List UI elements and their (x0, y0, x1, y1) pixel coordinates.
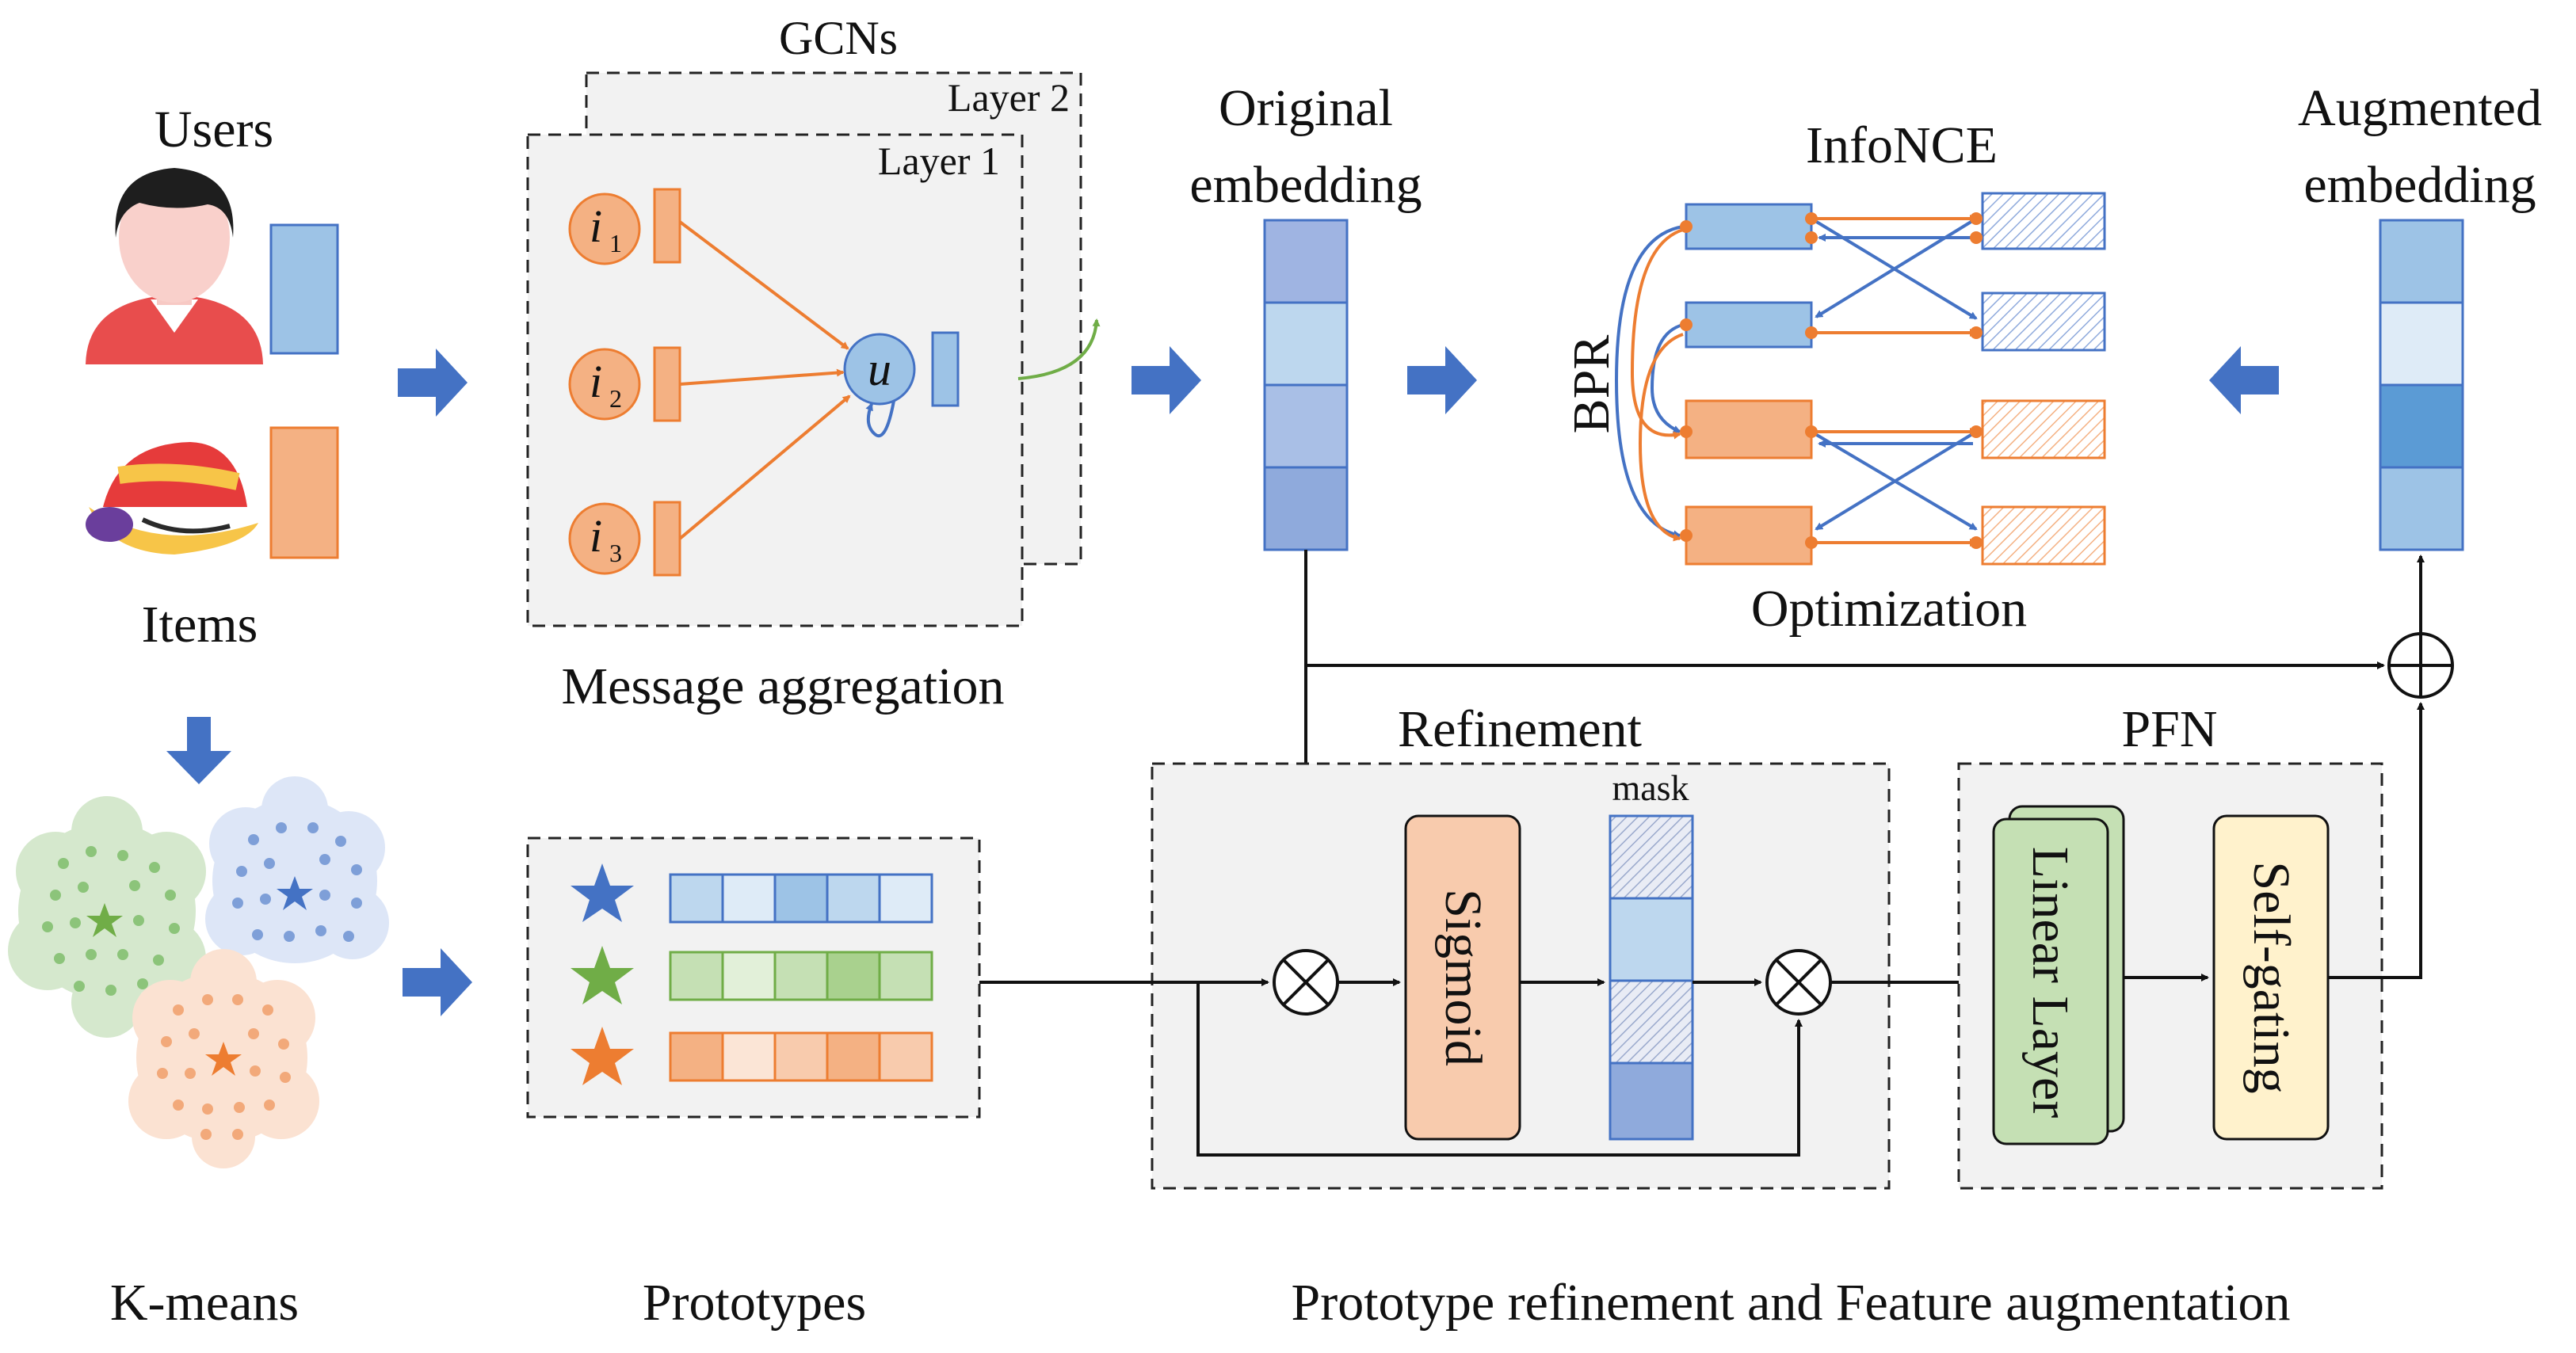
right-arrow-icon (1407, 346, 1477, 414)
right-arrow-icon (403, 948, 472, 1016)
prototype-vector-orange (669, 1031, 933, 1082)
layer2-label: Layer 2 (948, 75, 1070, 120)
augmented-embedding-label-line2: embedding (2303, 156, 2536, 214)
edge-i1-u (678, 220, 849, 350)
svg-text:3: 3 (609, 539, 622, 567)
node-i1: i 1 (568, 192, 641, 265)
linear-layer-box (1992, 818, 2109, 1145)
right-arrow-icon (398, 349, 467, 417)
i3-embedding (653, 501, 681, 577)
infonce-label: InfoNCE (1806, 116, 1998, 174)
multiply-operator-1-icon (1273, 949, 1339, 1016)
layer1-label: Layer 1 (878, 139, 1000, 183)
add-operator-icon (2387, 632, 2454, 699)
node-i3: i 3 (568, 502, 641, 575)
mask-label: mask (1612, 768, 1689, 808)
cluster-blue (205, 776, 389, 963)
original-embedding-label-line2: embedding (1189, 156, 1422, 214)
infonce-links (1805, 212, 1983, 549)
left-arrow-icon (2209, 346, 2279, 414)
star-green-icon (571, 946, 634, 1004)
user-avatar-icon (86, 168, 263, 364)
self-gating-label: Self-gating (2242, 861, 2300, 1093)
bpr-links (1614, 220, 1693, 542)
users-label: Users (155, 101, 273, 158)
linear-layer-label: Linear Layer (2021, 847, 2079, 1119)
prototype-vector-blue (669, 873, 933, 924)
refinement-label: Refinement (1398, 700, 1642, 758)
svg-text:u: u (868, 343, 891, 395)
sigmoid-label: Sigmoid (1434, 889, 1492, 1066)
star-blue-icon (571, 863, 634, 922)
message-aggregation-label: Message aggregation (562, 657, 1005, 715)
bpr-label: BPR (1563, 335, 1620, 434)
kmeans-clusters (8, 776, 389, 1168)
svg-text:i: i (590, 200, 602, 252)
original-embedding-label-line1: Original (1219, 79, 1393, 137)
item-embedding (269, 426, 339, 559)
star-orange-icon (571, 1027, 634, 1085)
sigmoid-box (1404, 814, 1521, 1141)
kmeans-label: K-means (110, 1274, 299, 1332)
prototype-vector-green (669, 951, 933, 1001)
edge-i3-u (678, 394, 851, 540)
optimization-label: Optimization (1751, 580, 2027, 638)
gcns-label: GCNs (779, 12, 898, 64)
augmented-embedding-vector (2379, 219, 2464, 551)
right-arrow-icon (1132, 346, 1201, 414)
prototypes-label: Prototypes (643, 1274, 866, 1332)
items-label: Items (142, 596, 258, 654)
augmented-embedding-label-line1: Augmented (2298, 79, 2542, 137)
cluster-orange (128, 949, 319, 1168)
i2-embedding (653, 346, 681, 422)
svg-text:i: i (590, 356, 602, 407)
optimization-left-column (1685, 203, 1813, 566)
pfn-to-plus-line (2328, 702, 2425, 979)
pfn-label: PFN (2121, 700, 2217, 758)
node-i2: i 2 (568, 348, 641, 421)
bottom-caption: Prototype refinement and Feature augment… (1292, 1274, 2291, 1332)
svg-text:2: 2 (609, 384, 622, 413)
node-u: u (843, 333, 916, 406)
optimization-right-column (1981, 192, 2106, 566)
i1-embedding (653, 188, 681, 264)
svg-text:i: i (590, 510, 602, 562)
cluster-green (8, 796, 206, 1038)
edge-i2-u (679, 368, 845, 386)
item-cap-icon (86, 442, 258, 555)
user-embedding (269, 223, 339, 355)
original-embedding-vector (1263, 219, 1349, 551)
down-arrow-icon (166, 717, 231, 784)
skip-connection-line (1196, 982, 1803, 1157)
mask-vector (1609, 814, 1694, 1141)
svg-text:1: 1 (609, 229, 622, 257)
self-loop-arrow (865, 400, 895, 438)
u-embedding (931, 331, 960, 407)
layer-transition-arrow (1017, 318, 1101, 380)
multiply-operator-2-icon (1765, 949, 1832, 1016)
